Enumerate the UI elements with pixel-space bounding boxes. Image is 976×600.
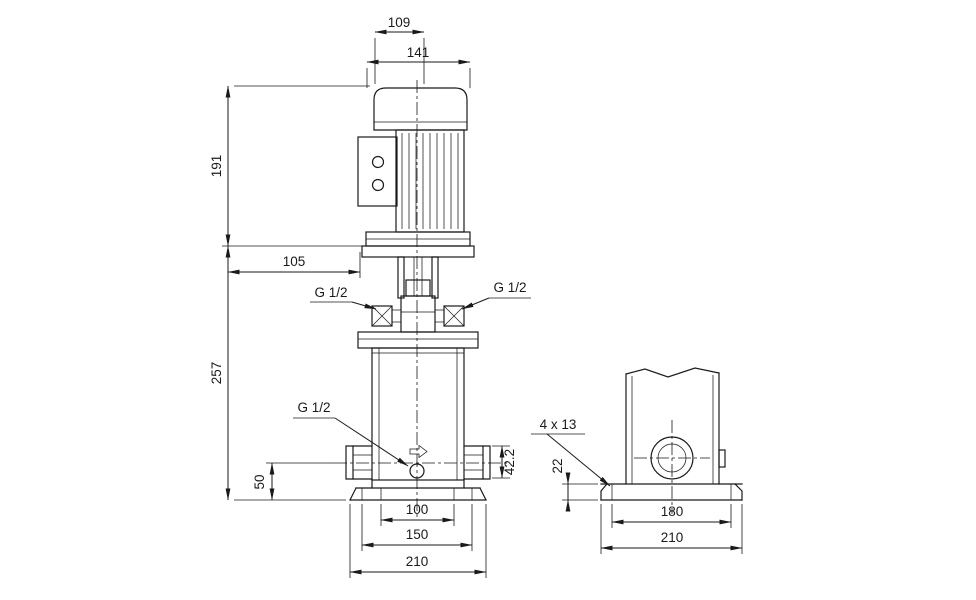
port-label-text: G 1/2 — [297, 400, 330, 415]
head-flange — [357, 331, 479, 349]
dim-label-210-side: 210 — [661, 530, 684, 545]
label-port-top-right: G 1/2 — [461, 280, 531, 310]
label-drain-port: G 1/2 — [293, 400, 409, 467]
side-boss — [718, 449, 726, 468]
holes-label-text: 4 x 13 — [540, 417, 577, 432]
dim-label-50: 50 — [252, 474, 267, 489]
drain-plug — [409, 444, 428, 479]
flow-direction-arrow — [409, 444, 428, 459]
suction-port — [345, 445, 373, 480]
dim-label-150: 150 — [406, 527, 429, 542]
port-label-text: G 1/2 — [314, 285, 347, 300]
dim-label-105: 105 — [283, 254, 306, 269]
coupling-guard — [397, 256, 439, 299]
pump-sleeve — [371, 347, 465, 481]
dim-22: 22 — [550, 458, 598, 512]
top-port-left — [371, 305, 401, 327]
dim-210-side: 210 — [600, 504, 743, 554]
motor-terminal-box — [357, 136, 398, 207]
side-port-circle — [650, 436, 694, 480]
side-view: 4 x 13 22 180 210 — [531, 367, 743, 554]
dim-label-100: 100 — [406, 502, 429, 517]
dim-191: 191 — [209, 85, 370, 247]
dim-label-42-2: 42.2 — [502, 449, 517, 475]
cable-entry-hole — [371, 155, 385, 169]
side-base — [600, 483, 743, 501]
label-base-holes: 4 x 13 — [531, 417, 611, 487]
label-port-top-left: G 1/2 — [310, 285, 377, 310]
dim-105: 105 — [227, 252, 361, 278]
dim-50: 50 — [252, 462, 334, 501]
dim-100: 100 — [380, 502, 455, 526]
dim-141: 141 — [366, 45, 471, 88]
dim-label-191: 191 — [209, 155, 224, 178]
dim-label-22: 22 — [550, 458, 565, 473]
dim-150: 150 — [361, 504, 473, 551]
dim-label-257: 257 — [209, 362, 224, 385]
dim-180: 180 — [611, 504, 732, 528]
dim-label-180: 180 — [661, 504, 684, 519]
port-label-text: G 1/2 — [493, 280, 526, 295]
pump-base — [349, 479, 487, 501]
break-line — [625, 367, 720, 378]
dim-257: 257 — [209, 245, 346, 501]
discharge-port — [463, 445, 491, 480]
pump-head — [371, 295, 465, 333]
dim-label-210-front: 210 — [406, 554, 429, 569]
front-view: 109 141 191 105 257 50 — [209, 15, 531, 578]
dim-42-2: 42.2 — [492, 445, 517, 479]
motor — [373, 87, 468, 233]
dim-label-141: 141 — [407, 45, 430, 60]
motor-flange — [361, 231, 475, 258]
top-port-right — [435, 305, 465, 327]
side-sleeve — [625, 367, 726, 485]
dim-label-109: 109 — [388, 15, 411, 30]
cable-entry-hole — [371, 178, 385, 192]
dim-210-front: 210 — [349, 504, 487, 578]
